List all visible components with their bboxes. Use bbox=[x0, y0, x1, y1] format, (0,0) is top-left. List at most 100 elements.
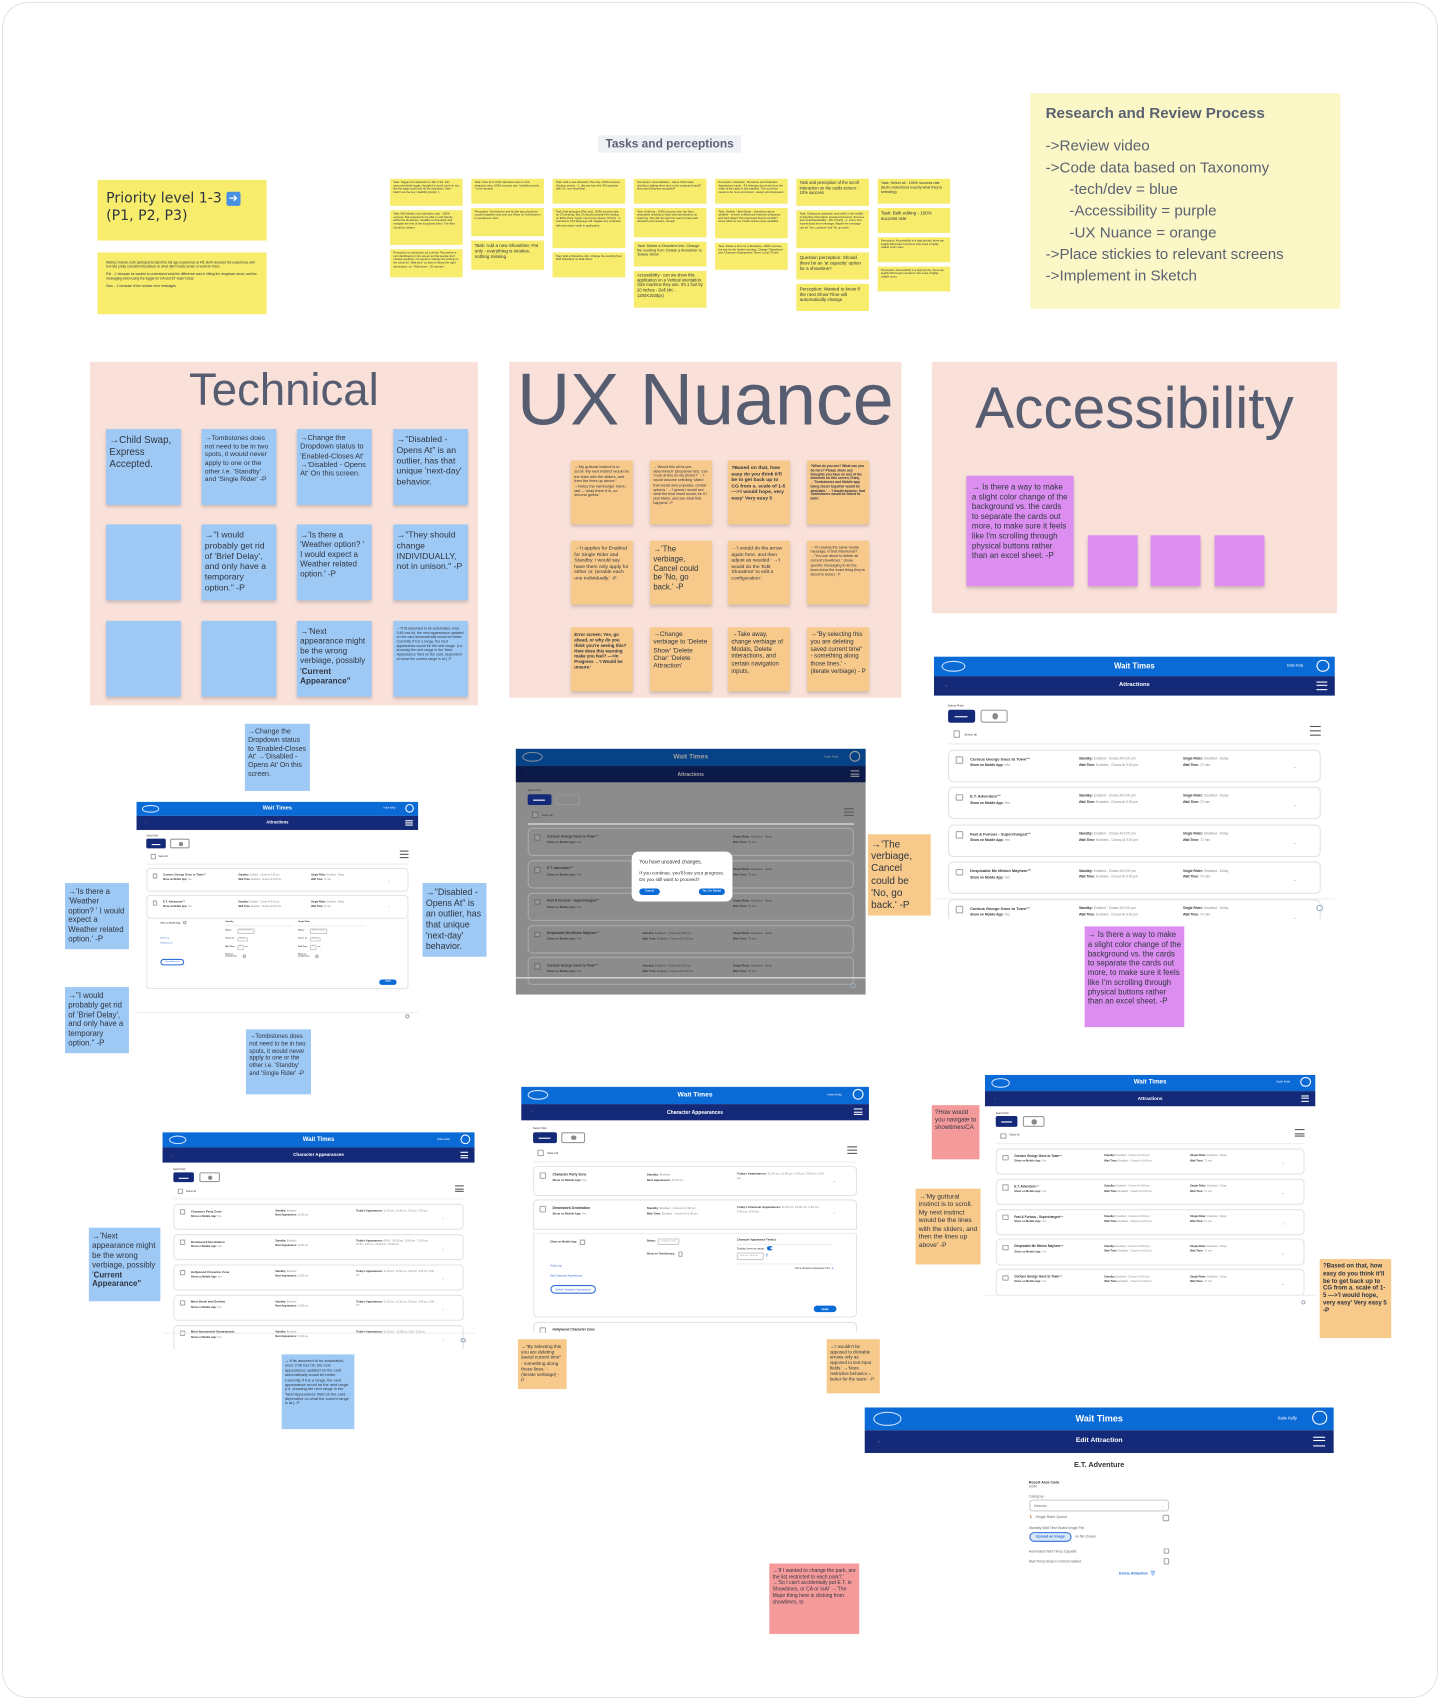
closes-at-input[interactable]: 09:00 pm bbox=[309, 937, 321, 942]
range-toggle[interactable]: On bbox=[766, 1246, 774, 1250]
tombstones-checkbox[interactable] bbox=[242, 954, 246, 958]
tombstones-checkbox[interactable] bbox=[315, 954, 319, 958]
park-button-universal[interactable] bbox=[995, 1116, 1018, 1127]
back-chevron-icon[interactable]: ‹ bbox=[994, 1095, 996, 1101]
user-avatar-icon[interactable] bbox=[1300, 1077, 1311, 1088]
chevron-down-icon[interactable]: ⌄ bbox=[832, 1179, 836, 1184]
chevron-down-icon[interactable]: ⌄ bbox=[1292, 839, 1297, 845]
chevron-down-icon[interactable]: ⌄ bbox=[441, 1276, 445, 1281]
audit-log-link[interactable]: Audit Log bbox=[550, 1263, 562, 1268]
delete-character-button[interactable]: Delete Character Appearance bbox=[550, 1285, 597, 1294]
chevron-down-icon[interactable]: ⌄ bbox=[1292, 801, 1297, 808]
row-checkbox[interactable] bbox=[1002, 1184, 1009, 1191]
back-chevron-icon[interactable]: ‹ bbox=[525, 770, 527, 776]
hamburger-menu-icon[interactable] bbox=[405, 820, 413, 826]
chevron-down-icon[interactable]: ⌄ bbox=[1281, 1221, 1285, 1226]
chevron-down-icon[interactable]: ⌄ bbox=[829, 841, 833, 846]
add-circle-icon[interactable] bbox=[460, 1338, 466, 1343]
filter-sliders-icon[interactable] bbox=[843, 807, 855, 816]
chevron-down-icon[interactable]: ⌄ bbox=[1292, 876, 1297, 883]
back-chevron-icon[interactable]: ‹ bbox=[144, 821, 146, 825]
add-circle-icon[interactable] bbox=[1316, 904, 1324, 912]
user-avatar-icon[interactable] bbox=[405, 803, 415, 813]
board-control-checkbox[interactable] bbox=[1163, 1558, 1170, 1565]
apply-button[interactable]: Apply bbox=[813, 1305, 837, 1313]
chevron-down-icon[interactable]: ⌄ bbox=[829, 905, 833, 911]
filter-sliders-icon[interactable] bbox=[399, 850, 409, 858]
chevron-down-icon[interactable]: ⌄ bbox=[1281, 1190, 1285, 1196]
park-button-islands[interactable] bbox=[198, 1172, 221, 1183]
row-checkbox[interactable] bbox=[534, 931, 541, 938]
audit-log-link[interactable]: Audit Log bbox=[160, 936, 169, 939]
chevron-down-icon[interactable]: ⌄ bbox=[1292, 914, 1297, 919]
row-checkbox[interactable] bbox=[179, 1209, 186, 1215]
wait-time-dropdown[interactable]: 10 bbox=[236, 945, 244, 950]
park-button-islands[interactable] bbox=[170, 839, 191, 849]
time-range-input[interactable]: 00:00 am - 00:00 am bbox=[736, 1252, 764, 1260]
row-checkbox[interactable] bbox=[540, 1206, 547, 1213]
back-chevron-icon[interactable]: ‹ bbox=[878, 1438, 880, 1445]
select-all-checkbox[interactable] bbox=[150, 854, 156, 860]
delete-attraction-link[interactable]: Delete Attraction bbox=[1118, 1571, 1148, 1576]
back-chevron-icon[interactable]: ‹ bbox=[171, 1152, 173, 1158]
select-all-checkbox[interactable] bbox=[1000, 1133, 1007, 1139]
row-checkbox[interactable] bbox=[1002, 1154, 1009, 1161]
hamburger-menu-icon[interactable] bbox=[460, 1151, 469, 1159]
add-circle-icon[interactable] bbox=[850, 982, 856, 988]
apply-button[interactable]: Apply bbox=[379, 979, 397, 985]
status-dropdown[interactable]: Disabled - Delay bbox=[657, 1238, 679, 1245]
modal-confirm-button[interactable]: Yes, Go Ahead bbox=[698, 888, 725, 895]
chevron-down-icon[interactable]: ⌄ bbox=[829, 873, 833, 878]
row-checkbox[interactable] bbox=[534, 866, 541, 873]
chevron-down-icon[interactable]: ⌄ bbox=[829, 970, 833, 975]
user-avatar-icon[interactable] bbox=[1316, 659, 1330, 672]
chevron-down-icon[interactable]: ⌄ bbox=[1292, 764, 1297, 770]
user-avatar-icon[interactable] bbox=[1312, 1410, 1327, 1426]
row-checkbox[interactable] bbox=[534, 834, 541, 841]
row-checkbox[interactable] bbox=[955, 756, 963, 764]
row-checkbox[interactable] bbox=[179, 1239, 186, 1246]
park-button-universal[interactable] bbox=[527, 793, 551, 806]
status-dropdown[interactable]: Enabled - Closes At bbox=[236, 928, 255, 934]
automated-checkbox[interactable] bbox=[1163, 1548, 1170, 1555]
hamburger-menu-icon[interactable] bbox=[1312, 1437, 1325, 1447]
select-all-checkbox[interactable] bbox=[177, 1188, 184, 1195]
row-checkbox[interactable] bbox=[540, 1327, 547, 1333]
status-dropdown[interactable]: Enabled - Closes At bbox=[309, 928, 327, 934]
row-checkbox[interactable] bbox=[955, 793, 963, 801]
modal-cancel-button[interactable]: Cancel bbox=[639, 888, 660, 895]
select-all-checkbox[interactable] bbox=[532, 811, 539, 819]
row-checkbox[interactable] bbox=[179, 1300, 186, 1306]
closes-at-input[interactable]: 09:00 pm bbox=[236, 937, 248, 942]
trash-icon[interactable]: 🗑 bbox=[764, 1253, 769, 1257]
row-checkbox[interactable] bbox=[534, 899, 541, 906]
hamburger-menu-icon[interactable] bbox=[1300, 1095, 1310, 1102]
hamburger-menu-icon[interactable] bbox=[853, 1108, 863, 1116]
mobile-app-checkbox[interactable] bbox=[579, 1239, 585, 1245]
back-chevron-icon[interactable]: ‹ bbox=[945, 683, 947, 689]
user-avatar-icon[interactable] bbox=[460, 1134, 471, 1145]
park-button-universal[interactable] bbox=[947, 709, 975, 723]
hamburger-menu-icon[interactable] bbox=[1316, 681, 1328, 690]
add-circle-icon[interactable] bbox=[405, 1013, 410, 1019]
chevron-down-icon[interactable]: ⌃ bbox=[387, 906, 391, 911]
row-checkbox[interactable] bbox=[152, 873, 158, 879]
wait-time-dropdown[interactable]: 10 bbox=[309, 945, 317, 950]
trash-icon[interactable]: 🗑 bbox=[1150, 1569, 1156, 1576]
filter-sliders-icon[interactable] bbox=[1309, 725, 1322, 736]
row-checkbox[interactable] bbox=[1002, 1275, 1009, 1281]
park-button-islands[interactable] bbox=[1022, 1116, 1045, 1127]
